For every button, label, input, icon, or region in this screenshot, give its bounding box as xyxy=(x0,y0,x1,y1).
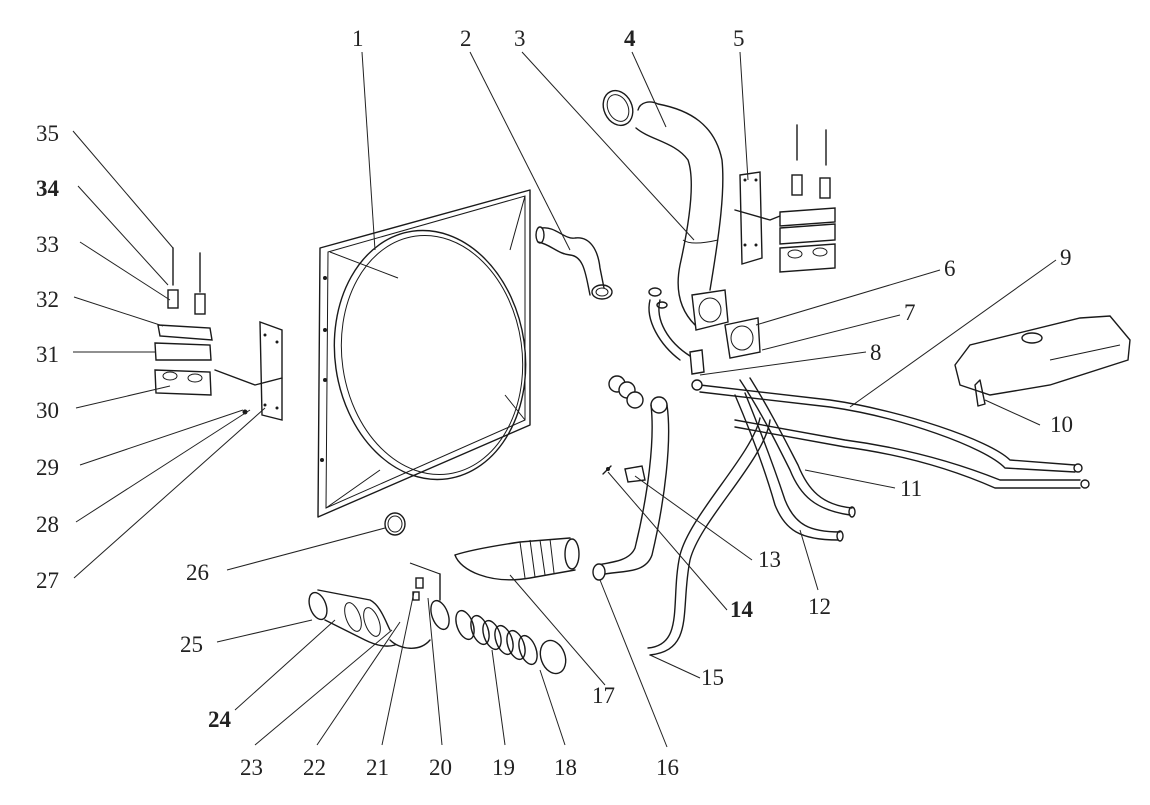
callout-24: 24 xyxy=(208,707,232,732)
callout-23: 23 xyxy=(240,755,263,780)
callout-5: 5 xyxy=(733,26,745,51)
long-pipes xyxy=(699,377,1090,542)
callout-28: 28 xyxy=(36,512,59,537)
callout-14: 14 xyxy=(730,597,754,622)
pipe-clip xyxy=(624,465,646,483)
callout-32: 32 xyxy=(36,287,59,312)
callout-8: 8 xyxy=(870,340,882,365)
callout-17: 17 xyxy=(592,683,615,708)
right-mount-bracket xyxy=(734,171,786,265)
fan-shroud xyxy=(317,189,531,518)
elbow-connector xyxy=(608,375,644,409)
callout-22: 22 xyxy=(303,755,326,780)
callout-2: 2 xyxy=(460,26,472,51)
callout-19: 19 xyxy=(492,755,515,780)
callout-labels: 1 2 3 4 5 6 7 8 9 10 11 12 13 14 15 16 1… xyxy=(36,26,1073,780)
right-mount-stack xyxy=(779,124,836,273)
callout-4: 4 xyxy=(624,26,636,51)
callout-9: 9 xyxy=(1060,245,1072,270)
callout-20: 20 xyxy=(429,755,452,780)
gasket-plate xyxy=(724,317,761,359)
left-mount-stack xyxy=(154,247,213,396)
callout-1: 1 xyxy=(352,26,364,51)
callout-3: 3 xyxy=(514,26,526,51)
callout-33: 33 xyxy=(36,232,59,257)
callout-15: 15 xyxy=(701,665,724,690)
callout-11: 11 xyxy=(900,476,922,501)
callout-27: 27 xyxy=(36,568,59,593)
flange-plate xyxy=(691,289,729,331)
callout-7: 7 xyxy=(904,300,916,325)
callout-25: 25 xyxy=(180,632,203,657)
short-hose xyxy=(535,226,613,300)
callout-16: 16 xyxy=(656,755,679,780)
l-pipe xyxy=(592,396,670,581)
expansion-tank xyxy=(954,315,1131,407)
small-hoses xyxy=(648,287,705,391)
callout-35: 35 xyxy=(36,121,59,146)
callout-31: 31 xyxy=(36,342,59,367)
lower-hose-assembly xyxy=(308,562,567,675)
left-mount-bracket xyxy=(214,320,283,421)
callout-30: 30 xyxy=(36,398,59,423)
callout-29: 29 xyxy=(36,455,59,480)
callout-34: 34 xyxy=(36,176,60,201)
callout-13: 13 xyxy=(758,547,781,572)
intercooler-hose xyxy=(602,89,724,326)
callout-26: 26 xyxy=(186,560,209,585)
leader-lines xyxy=(72,51,1057,748)
o-ring xyxy=(384,512,406,536)
callout-21: 21 xyxy=(366,755,389,780)
corrugated-hose xyxy=(454,537,580,581)
callout-18: 18 xyxy=(554,755,577,780)
callout-10: 10 xyxy=(1050,412,1073,437)
callout-6: 6 xyxy=(944,256,956,281)
bolt xyxy=(602,465,612,475)
callout-12: 12 xyxy=(808,594,831,619)
